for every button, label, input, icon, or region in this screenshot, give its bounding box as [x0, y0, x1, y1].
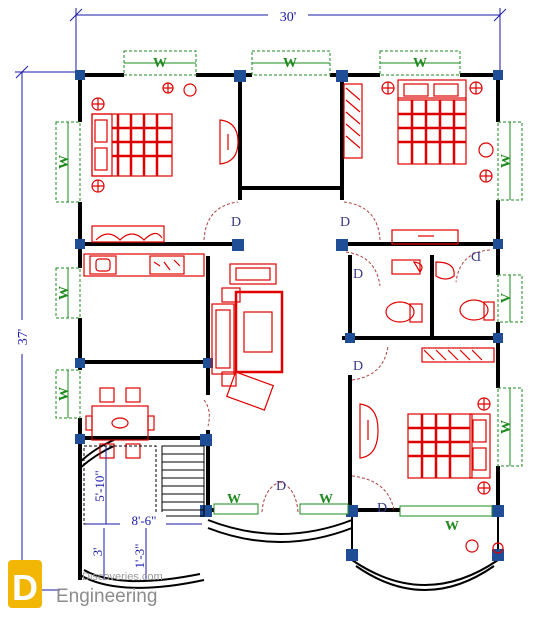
- bed-top-left: [91, 97, 173, 193]
- vent-label-right: V: [499, 293, 514, 303]
- wardrobe-left: [91, 225, 165, 243]
- walls: [78, 73, 500, 580]
- door-label-toilet-2: D: [471, 248, 481, 263]
- window-label-right-3: W: [499, 420, 514, 434]
- kitchen-counter: [83, 253, 205, 277]
- kitchen-stove: [149, 255, 185, 275]
- columns: [75, 70, 504, 561]
- height-dimension: 37': [16, 329, 31, 346]
- door-label-bay: D: [377, 501, 387, 516]
- window-label-front-left: W: [227, 492, 241, 507]
- bed-bottom-right: [407, 397, 491, 495]
- door-label-bedroom-1: D: [231, 215, 241, 230]
- window-label-bay: W: [445, 519, 459, 534]
- width-dim-bg: [268, 6, 308, 24]
- door-label-bedroom-2: D: [340, 215, 350, 230]
- window-label-top-middle: W: [283, 56, 297, 71]
- kitchen-sink: [89, 255, 117, 275]
- toilet-2: [435, 261, 495, 321]
- watermark-line-2: Engineering: [56, 586, 157, 607]
- watermark: D Discoveries.com Engineering: [8, 560, 163, 608]
- doors: [203, 201, 491, 513]
- dining-set: [85, 387, 155, 459]
- watermark-line-1: Discoveries.com: [82, 571, 163, 583]
- logo-letter: D: [12, 567, 38, 608]
- wardrobe-right: [343, 83, 363, 159]
- stair-width-dimension: 8'-6": [132, 513, 157, 528]
- dresser-1: [219, 119, 239, 165]
- width-dimension: 30': [280, 10, 297, 25]
- door-label-bedroom-3: D: [353, 359, 363, 374]
- window-label-left-3: W: [57, 387, 72, 401]
- windows: [55, 50, 523, 517]
- door-label-toilet-1: D: [353, 267, 363, 282]
- bed-top-right: [381, 79, 483, 165]
- furniture: [83, 79, 504, 554]
- logo-badge: [8, 560, 42, 608]
- window-label-top-left: W: [153, 56, 167, 71]
- dresser-3: [359, 403, 379, 459]
- toilet-1: [385, 259, 423, 323]
- window-label-top-right: W: [413, 56, 427, 71]
- landing-dimension-a: 3': [90, 548, 105, 557]
- wardrobe-bottom: [421, 347, 495, 363]
- window-label-front-right: W: [319, 492, 333, 507]
- stair-width-bg: [120, 512, 166, 528]
- bay-walls: [79, 439, 499, 591]
- landing-dimension-b: 1'-3": [132, 544, 147, 569]
- stair-run-dimension: 5'-10": [92, 470, 107, 501]
- window-label-right-1: W: [499, 154, 514, 168]
- dresser-2: [391, 229, 459, 245]
- window-label-left-2: W: [57, 286, 72, 300]
- window-label-left-1: W: [57, 155, 72, 169]
- sofa-set: [211, 263, 284, 411]
- height-dim-bg: [13, 320, 31, 354]
- door-label-main-entry: D: [276, 479, 286, 494]
